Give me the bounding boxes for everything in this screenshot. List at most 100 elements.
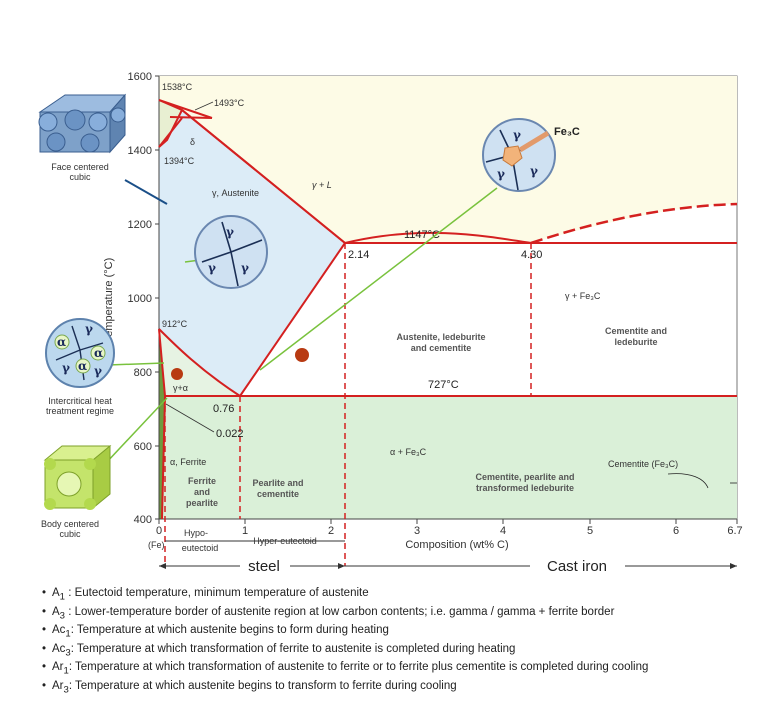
y-tick-label: 600 bbox=[134, 441, 152, 453]
note-row: •A3 : Lower-temperature border of austen… bbox=[42, 605, 615, 621]
fcc-label-2: cubic bbox=[69, 172, 91, 182]
fcc-pointer bbox=[124, 179, 168, 205]
point-label-1394: 1394°C bbox=[164, 156, 195, 166]
grain-gamma-label: γ bbox=[226, 225, 234, 239]
x-tick-label: 6 bbox=[673, 525, 679, 537]
y-tick-label: 1400 bbox=[128, 145, 152, 157]
note-text: : Temperature at which transformation of… bbox=[68, 661, 649, 674]
y-tick-label: 1200 bbox=[128, 219, 152, 231]
region-aust-led-cem: Austenite, ledeburite bbox=[396, 332, 485, 342]
bcc-label: Body centered bbox=[41, 519, 99, 529]
point-label-1538: 1538°C bbox=[162, 82, 193, 92]
point-label-4-30: 4.30 bbox=[521, 249, 542, 261]
note-symbol: Ac bbox=[52, 642, 66, 655]
note-sub: 3 bbox=[65, 647, 71, 659]
region-cem-led: Cementite and bbox=[605, 326, 667, 336]
region-ferrite-pearlite-2: and bbox=[194, 487, 210, 497]
fcc-label: Face centered bbox=[51, 162, 109, 172]
note-symbol: A bbox=[52, 605, 60, 618]
point-label-727: 727°C bbox=[428, 379, 459, 391]
note-sub: 3 bbox=[59, 609, 65, 621]
region-gamma-liquid: γ + L bbox=[312, 180, 332, 190]
note-row: •A1 : Eutectoid temperature, minimum tem… bbox=[42, 587, 369, 603]
hypo-label-2: eutectoid bbox=[182, 543, 219, 553]
hypo-label: Hypo- bbox=[184, 528, 208, 538]
state-point-marker bbox=[295, 348, 309, 362]
region-ferrite-pearlite-3: pearlite bbox=[186, 498, 218, 508]
fe3c-grain-inset: γ γ γ Fe₃C bbox=[482, 118, 580, 192]
region-gamma-fe3c: γ + Fe₃C bbox=[565, 291, 601, 301]
note-text: : Lower-temperature border of austenite … bbox=[65, 605, 615, 618]
austenite-grain-inset: γ γ γ bbox=[194, 215, 268, 289]
x-tick-label: 2 bbox=[328, 525, 334, 537]
liquidus-mid-line bbox=[344, 231, 532, 244]
y-tick-label: 400 bbox=[134, 514, 152, 526]
point-label-0-76: 0.76 bbox=[213, 403, 234, 415]
point-label-2-14: 2.14 bbox=[348, 249, 369, 261]
fe3c-inset-label: Fe₃C bbox=[554, 126, 580, 138]
x-tick-label: 5 bbox=[587, 525, 593, 537]
acm-line bbox=[239, 242, 346, 397]
y-tick-label: 1600 bbox=[128, 71, 152, 83]
note-sub: 1 bbox=[63, 665, 69, 677]
fe-label: (Fe) bbox=[148, 540, 165, 550]
note-symbol: A bbox=[52, 587, 60, 599]
fcc-crystal-icon bbox=[38, 93, 127, 154]
grain-gamma-label: γ bbox=[497, 167, 505, 181]
region-gamma-alpha: γ+α bbox=[173, 383, 188, 393]
note-text: : Temperature at which austenite begins … bbox=[68, 679, 457, 692]
region-cem-pearl-led-2: transformed ledeburite bbox=[476, 483, 574, 493]
note-text: : Eutectoid temperature, minimum tempera… bbox=[65, 587, 369, 599]
grain-gamma-label: γ bbox=[241, 261, 249, 275]
y-tick-label: 800 bbox=[134, 367, 152, 379]
intercritical-label: Intercritical heat bbox=[48, 396, 112, 406]
inset-alpha-label: α bbox=[94, 346, 103, 360]
inset-alpha-label: α bbox=[78, 359, 87, 373]
y-axis: 1600 1400 1200 1000 800 600 400 Temperat… bbox=[103, 71, 160, 526]
note-text: : Temperature at which transformation of… bbox=[70, 642, 516, 655]
inset-alpha-label: α bbox=[57, 335, 66, 349]
inset-gamma-label: γ bbox=[62, 361, 70, 375]
region-austenite: γ, Austenite bbox=[212, 188, 259, 198]
x-tick-label: 3 bbox=[414, 525, 420, 537]
note-symbol: Ac bbox=[52, 624, 66, 637]
region-aust-led-cem-2: and cementite bbox=[411, 343, 472, 353]
note-symbol: Ar bbox=[52, 661, 64, 674]
grain-gamma-label: γ bbox=[208, 261, 216, 275]
dashed-verticals bbox=[164, 243, 532, 566]
x-axis-label: Composition (wt% C) bbox=[405, 539, 508, 551]
region-cementite-fe3c: Cementite (Fe₃C) bbox=[608, 459, 678, 469]
y-axis-label: Temperature (°C) bbox=[103, 258, 115, 342]
x-tick-label: 6.7 bbox=[727, 525, 742, 537]
region-alpha-ferrite: α, Ferrite bbox=[170, 457, 206, 467]
point-label-912: 912°C bbox=[162, 319, 188, 329]
point-label-1493: 1493°C bbox=[214, 98, 245, 108]
peritectic-upper-line bbox=[158, 99, 213, 119]
cementite-arrow bbox=[667, 473, 709, 489]
note-sub: 1 bbox=[59, 591, 65, 603]
ferrite-strip bbox=[159, 329, 165, 519]
inset-gamma-label: γ bbox=[94, 364, 102, 378]
y-tick-label: 1000 bbox=[128, 293, 152, 305]
liquidus-right-dashed bbox=[530, 202, 738, 245]
x-axis: 0 1 2 3 4 5 6 6.7 Composition (wt% C) (F… bbox=[148, 518, 743, 551]
intercritical-grain-inset: γ α α α γ γ bbox=[45, 318, 115, 388]
region-cem-led-2: ledeburite bbox=[614, 337, 657, 347]
note-text: : Temperature at which austenite begins … bbox=[70, 624, 389, 637]
x-tick-label: 1 bbox=[242, 525, 248, 537]
steel-label: steel bbox=[248, 558, 280, 575]
bcc-crystal-icon bbox=[43, 444, 112, 510]
composition-brackets: Hypo- eutectoid Hyper-eutectoid steel Ca… bbox=[159, 528, 737, 575]
cast-iron-label: Cast iron bbox=[547, 558, 607, 575]
grain-gamma-label: γ bbox=[513, 128, 521, 142]
delta-region bbox=[159, 100, 182, 147]
region-pearlite-cem-2: cementite bbox=[257, 489, 299, 499]
delta-label: δ bbox=[190, 137, 195, 147]
region-pearlite-cem: Pearlite and bbox=[252, 478, 303, 488]
note-symbol: Ar bbox=[52, 679, 64, 692]
ferrite-cementite-region bbox=[159, 396, 737, 519]
liquid-region bbox=[159, 76, 737, 243]
region-alpha-fe3c: α + Fe₃C bbox=[390, 447, 427, 457]
